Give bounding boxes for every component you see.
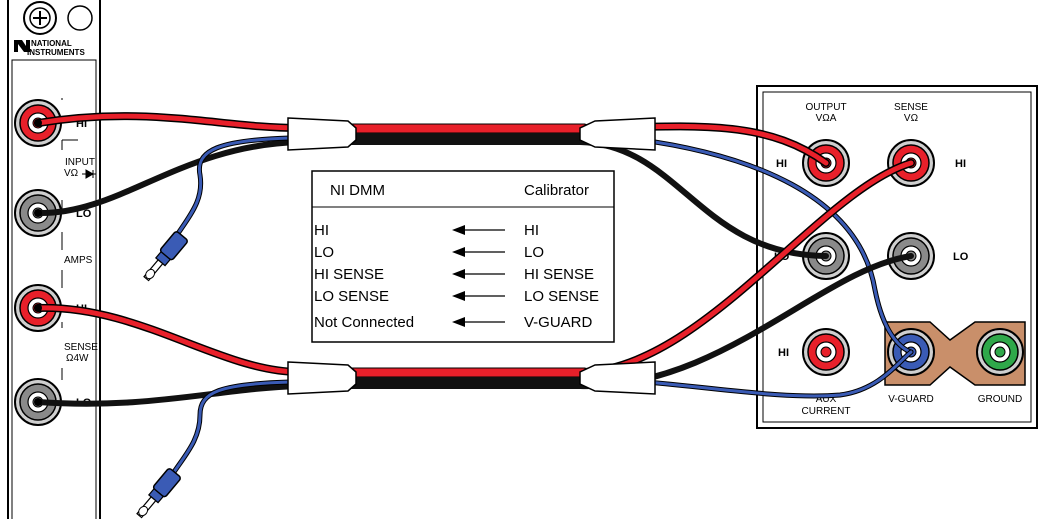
row-calibrator-label: LO — [524, 244, 544, 261]
sleeve-lower-left — [287, 361, 357, 395]
aux-current-jack[interactable] — [802, 328, 850, 376]
arrow-left-icon — [452, 269, 505, 279]
row-calibrator-label: HI — [524, 222, 539, 239]
cal-hi-label-right: HI — [955, 158, 966, 170]
row-calibrator-label: V-GUARD — [524, 314, 593, 331]
sleeve-upper-left — [287, 117, 357, 151]
cal-lo-label-right: LO — [953, 251, 969, 263]
table-row: HI HI — [314, 222, 539, 239]
dmm-sense-label: SENSE — [64, 342, 98, 353]
banana-plug-icon-upper — [143, 231, 188, 282]
cable-sleeves — [287, 117, 656, 395]
dmm-hi-label-1: HI — [76, 118, 87, 130]
aux-sub-label: CURRENT — [802, 406, 851, 417]
table-row: LO LO — [314, 244, 544, 261]
cal-hi-label-left: HI — [776, 158, 787, 170]
table-row: HI SENSE HI SENSE — [314, 266, 594, 283]
dmm-input-sub-label: VΩ — [64, 168, 79, 179]
arrow-left-icon — [452, 317, 505, 327]
logo-line-2: INSTRUMENTS — [27, 48, 85, 57]
panel-screw-icon — [23, 1, 57, 35]
dmm-input-label: INPUT — [65, 157, 95, 168]
table-header-right: Calibrator — [524, 182, 589, 199]
row-dmm-label: HI SENSE — [314, 266, 384, 283]
dmm-sense-sub-label: Ω4W — [66, 353, 89, 364]
logo-line-1: NATIONAL — [31, 39, 72, 48]
sleeve-lower-right — [579, 361, 656, 395]
sense-sub-label: VΩ — [904, 113, 919, 124]
output-sub-label: VΩA — [816, 113, 837, 124]
ground-label: GROUND — [978, 394, 1022, 405]
connection-table: NI DMM Calibrator HI HI LO LO HI SENSE H… — [311, 170, 615, 343]
sleeve-upper-right — [579, 117, 656, 151]
arrow-left-icon — [452, 291, 505, 301]
output-label: OUTPUT — [805, 102, 846, 113]
dmm-amps-label: AMPS — [64, 255, 93, 266]
ni-logo-icon — [14, 40, 30, 52]
row-calibrator-label: LO SENSE — [524, 288, 599, 305]
diode-icon — [82, 169, 96, 179]
row-dmm-label: LO SENSE — [314, 288, 389, 305]
cal-hi-aux-label: HI — [778, 347, 789, 359]
arrow-left-icon — [452, 225, 505, 235]
row-dmm-label: LO — [314, 244, 334, 261]
row-dmm-label: HI — [314, 222, 329, 239]
table-row: Not Connected V-GUARD — [314, 314, 593, 331]
table-header-left: NI DMM — [330, 182, 385, 199]
banana-plug-icon-lower — [136, 468, 181, 519]
sense-label: SENSE — [894, 102, 928, 113]
arrow-left-icon — [452, 247, 505, 257]
ni-dmm-panel: NATIONAL INSTRUMENTS HI INPUT VΩ LO AMPS… — [7, 0, 101, 519]
ground-jack[interactable] — [976, 328, 1024, 376]
aux-label: AUX — [816, 394, 837, 405]
panel-hole-icon — [67, 5, 93, 31]
v-guard-label: V-GUARD — [888, 394, 934, 405]
row-calibrator-label: HI SENSE — [524, 266, 594, 283]
row-dmm-label: Not Connected — [314, 314, 414, 331]
table-row: LO SENSE LO SENSE — [314, 288, 599, 305]
